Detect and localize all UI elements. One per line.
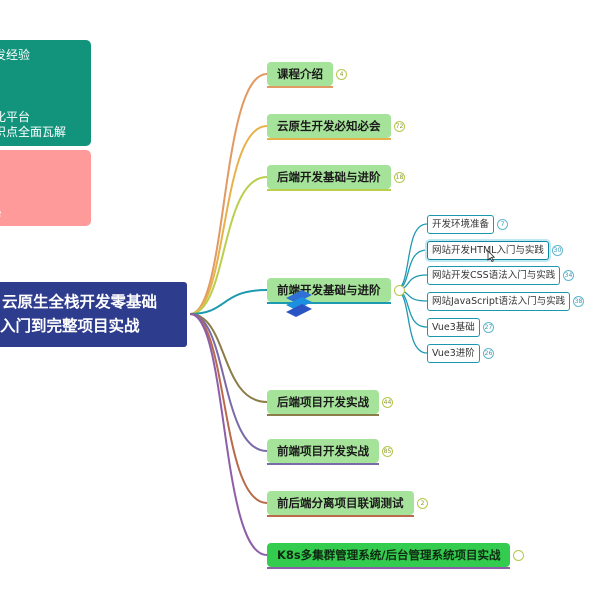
branch-connector-2	[189, 125, 268, 315]
branch-node-1[interactable]: 课程介绍	[267, 62, 333, 86]
frontend-child-count-badge-2[interactable]: 30	[552, 245, 563, 256]
root-topic-line-2: 入门到完整项目实战	[0, 317, 140, 335]
frontend-child-3[interactable]: 网站开发CSS语法入门与实践	[427, 266, 561, 285]
brand-logo-icon	[286, 290, 312, 317]
frontend-child-count-badge-4[interactable]: 38	[573, 296, 584, 307]
teal-side-card[interactable]: 发经验 化平台 识点全面瓦解	[0, 40, 91, 146]
teal-card-line-2: 化平台	[0, 110, 31, 124]
branch-connector-1	[189, 73, 268, 315]
frontend-child-4[interactable]: 网站JavaScript语法入门与实践	[427, 292, 571, 311]
branch-node-2[interactable]: 云原生开发必知必会	[267, 114, 391, 138]
frontend-child-count-badge-1[interactable]: 7	[497, 219, 508, 230]
frontend-child-6[interactable]: Vue3进阶	[427, 344, 480, 363]
branch-connector-8	[189, 313, 268, 556]
branch-node-6[interactable]: 前端项目开发实战	[267, 439, 379, 463]
teal-card-line-1: 发经验	[0, 48, 31, 62]
mouse-cursor-icon	[487, 250, 495, 262]
pink-card-text: e	[0, 206, 1, 220]
branch-connector-3	[189, 176, 268, 315]
frontend-child-count-badge-3[interactable]: 34	[563, 270, 574, 281]
branch-node-5[interactable]: 后端项目开发实战	[267, 390, 379, 414]
branch-connector-4	[189, 289, 268, 315]
branch-node-8[interactable]: K8s多集群管理系统/后台管理系统项目实战	[267, 543, 511, 567]
frontend-child-1[interactable]: 开发环境准备	[427, 215, 495, 234]
branch-connector-7	[189, 313, 268, 504]
teal-card-line-3: 识点全面瓦解	[0, 125, 67, 139]
frontend-child-5[interactable]: Vue3基础	[427, 318, 480, 337]
branch-count-badge-7[interactable]: 2	[417, 498, 428, 509]
branch-count-badge-5[interactable]: 44	[382, 397, 393, 408]
root-topic-line-1: 云原生全栈开发零基础	[2, 293, 158, 311]
branch-count-badge-3[interactable]: 18	[394, 172, 405, 183]
branch-connector-6	[189, 313, 268, 452]
branch-node-7[interactable]: 前后端分离项目联调测试	[267, 491, 414, 515]
frontend-child-connector-6	[394, 289, 428, 354]
branch-count-badge-6[interactable]: 85	[382, 446, 393, 457]
frontend-child-count-badge-6[interactable]: 26	[483, 348, 494, 359]
branch-count-badge-8[interactable]	[513, 550, 524, 561]
branch-count-badge-4[interactable]	[394, 285, 405, 296]
pink-side-card[interactable]: e	[0, 150, 91, 226]
branch-connector-5	[189, 313, 268, 403]
frontend-child-count-badge-5[interactable]: 27	[483, 322, 494, 333]
branch-node-3[interactable]: 后端开发基础与进阶	[267, 165, 391, 189]
branch-count-badge-1[interactable]: 4	[336, 69, 347, 80]
branch-count-badge-2[interactable]: 72	[394, 121, 405, 132]
root-topic[interactable]: 云原生全栈开发零基础 入门到完整项目实战	[0, 282, 187, 347]
frontend-child-connector-2	[394, 249, 428, 291]
